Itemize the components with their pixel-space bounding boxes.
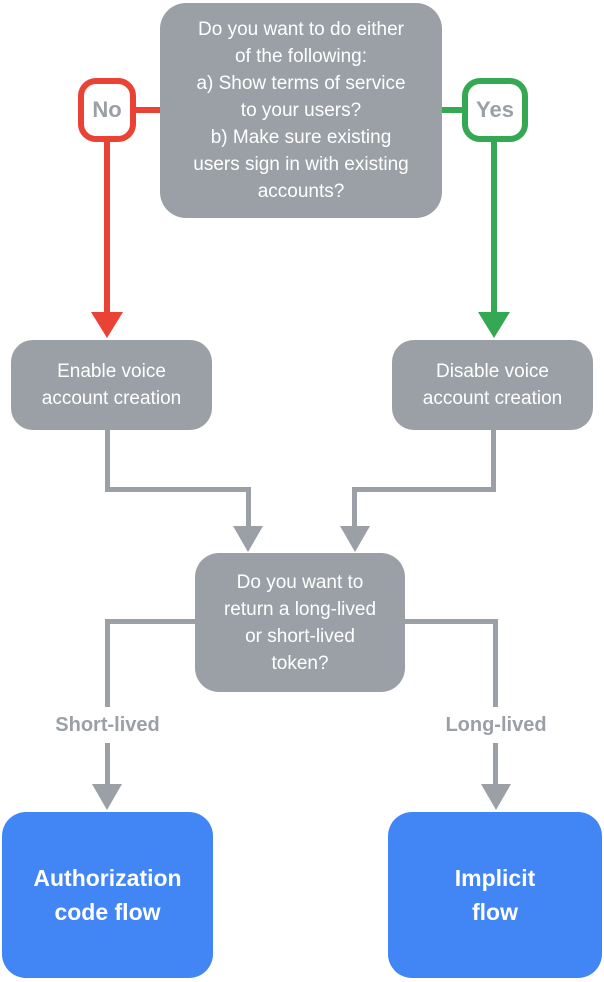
no-arrowhead-icon [91, 312, 123, 338]
disable-arrowhead-icon [340, 526, 370, 552]
node-enable-voice-account-creation: Enable voice account creation [11, 340, 212, 430]
long-lived-out-connector [403, 619, 498, 624]
edge-label-long-lived-text: Long-lived [445, 713, 547, 736]
disable-out-connector [491, 430, 496, 492]
no-connector-vertical [104, 138, 110, 314]
yes-connector-horizontal [440, 107, 464, 113]
enable-drop-connector [246, 487, 251, 528]
node-implicit-flow: Implicit flow [388, 812, 602, 978]
node-top-question: Do you want to do either of the followin… [160, 3, 442, 218]
enable-elbow-connector [105, 487, 251, 492]
yes-connector-vertical [491, 138, 497, 314]
edge-label-yes: Yes [462, 78, 528, 142]
node-token-question: Do you want to return a long-lived or sh… [195, 553, 405, 692]
short-lived-drop-connector [105, 619, 110, 789]
enable-out-connector [105, 430, 110, 492]
node-enable-voice-text: Enable voice account creation [41, 361, 182, 409]
long-lived-drop-connector [493, 619, 498, 789]
edge-label-short-lived: Short-lived [23, 707, 192, 743]
short-lived-out-connector [105, 619, 197, 624]
node-top-question-text: Do you want to do either of the followin… [193, 19, 409, 202]
no-connector-horizontal [133, 107, 162, 113]
short-lived-arrowhead-icon [92, 784, 122, 810]
edge-label-yes-text: Yes [476, 97, 514, 122]
node-authorization-code-flow: Authorization code flow [2, 812, 213, 978]
edge-label-short-lived-text: Short-lived [55, 713, 160, 736]
disable-drop-connector [352, 487, 357, 528]
node-token-question-text: Do you want to return a long-lived or sh… [223, 571, 377, 674]
node-authorization-code-flow-text: Authorization code flow [33, 865, 182, 925]
enable-arrowhead-icon [233, 526, 263, 552]
node-disable-voice-text: Disable voice account creation [422, 361, 563, 409]
node-disable-voice-account-creation: Disable voice account creation [392, 340, 593, 430]
node-implicit-flow-text: Implicit flow [454, 865, 536, 925]
edge-label-long-lived: Long-lived [412, 707, 580, 743]
edge-label-no: No [78, 78, 136, 142]
yes-arrowhead-icon [478, 312, 510, 338]
long-lived-arrowhead-icon [481, 784, 511, 810]
edge-label-no-text: No [92, 97, 122, 122]
disable-elbow-connector [352, 487, 496, 492]
